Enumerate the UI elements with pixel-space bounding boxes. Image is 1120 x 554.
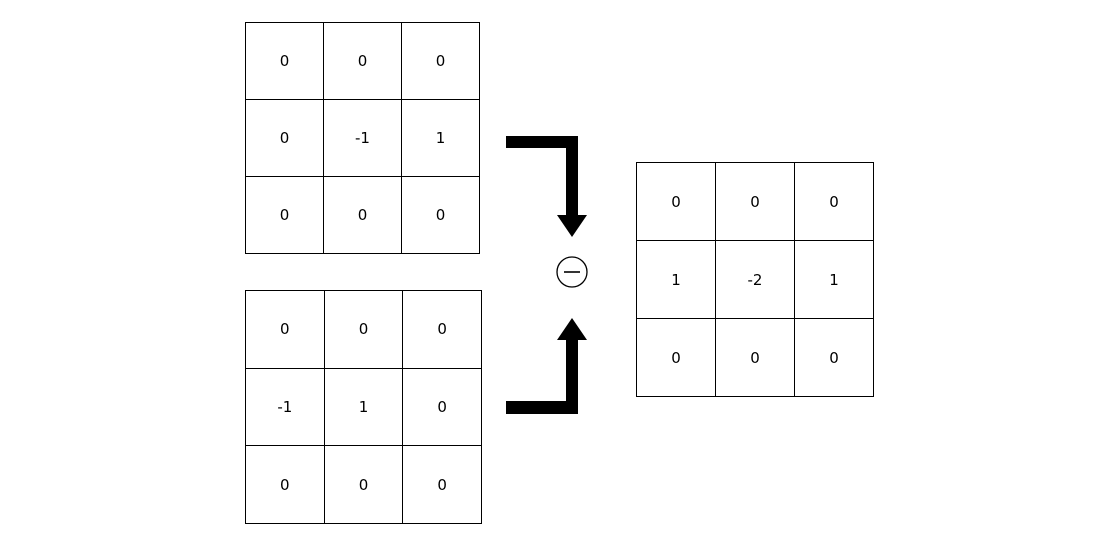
bottom-kernel-grid: 0 0 0 -1 1 0 0 0 0 <box>245 290 482 524</box>
top-kernel-grid: 0 0 0 0 -1 1 0 0 0 <box>245 22 480 254</box>
kernel-cell: 0 <box>402 23 480 100</box>
kernel-cell: 0 <box>324 291 404 369</box>
kernel-cell: 0 <box>246 177 324 254</box>
kernel-cell: 0 <box>795 163 874 241</box>
down-arrow-icon <box>506 136 587 237</box>
kernel-cell: 0 <box>324 23 402 100</box>
kernel-cell: 0 <box>246 23 324 100</box>
kernel-cell: 0 <box>246 291 325 369</box>
result-kernel-grid: 0 0 0 1 -2 1 0 0 0 <box>636 162 874 397</box>
kernel-cell: 0 <box>246 446 325 524</box>
kernel-cell: -2 <box>716 241 795 319</box>
kernel-cell: 0 <box>403 291 482 369</box>
minus-circle-icon <box>556 256 588 288</box>
kernel-cell: 0 <box>246 100 324 177</box>
kernel-cell: 1 <box>324 368 404 447</box>
kernel-cell: 0 <box>795 319 874 397</box>
kernel-cell: 1 <box>402 100 480 177</box>
kernel-cell: 0 <box>637 319 716 397</box>
up-arrow-icon <box>506 318 587 414</box>
kernel-cell: -1 <box>324 100 402 177</box>
kernel-cell: 0 <box>403 446 482 524</box>
kernel-cell: 0 <box>324 446 404 524</box>
kernel-cell: 0 <box>403 368 482 447</box>
kernel-cell: 1 <box>637 241 716 319</box>
kernel-cell: 0 <box>324 177 402 254</box>
kernel-cell: -1 <box>246 368 325 447</box>
kernel-cell: 1 <box>795 241 874 319</box>
kernel-cell: 0 <box>402 177 480 254</box>
kernel-cell: 0 <box>637 163 716 241</box>
kernel-cell: 0 <box>716 319 795 397</box>
kernel-cell: 0 <box>716 163 795 241</box>
